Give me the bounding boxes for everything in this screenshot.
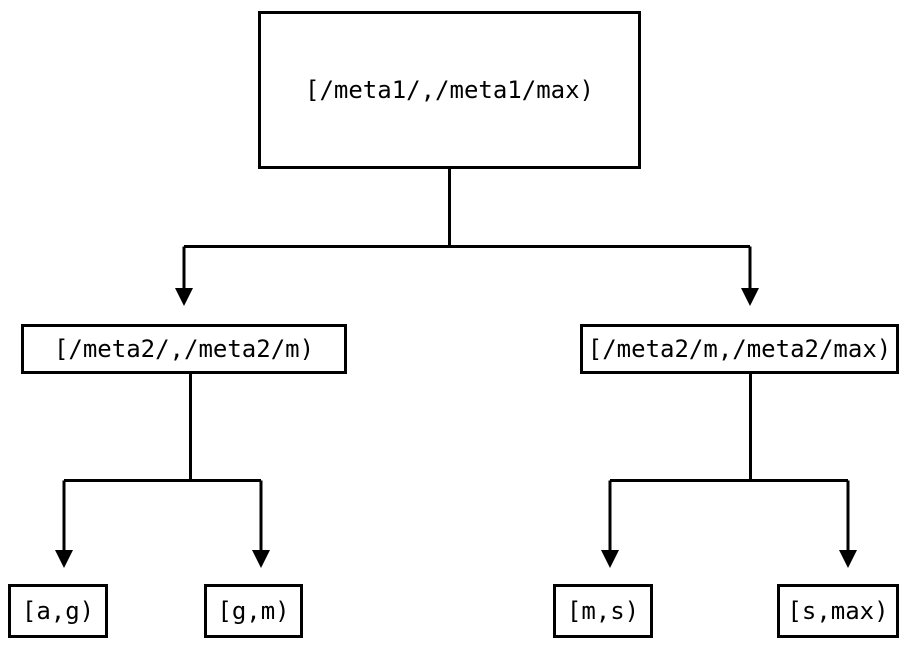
arrowhead-to-mid-right: [741, 288, 759, 306]
arrowhead-to-leaf-2: [252, 550, 270, 568]
tree-node-leaf-2[interactable]: [g,m): [204, 584, 303, 638]
edge-midright-to-leaves-group: [601, 374, 857, 568]
tree-node-leaf-2-label: [g,m): [217, 597, 290, 625]
tree-node-mid-right[interactable]: [/meta2/m,/meta2/max): [580, 324, 899, 374]
tree-node-root-label: [/meta1/,/meta1/max): [305, 76, 594, 104]
tree-node-leaf-3-label: [m,s): [566, 597, 640, 625]
arrowhead-to-leaf-4: [839, 550, 857, 568]
tree-node-mid-right-label: [/meta2/m,/meta2/max): [587, 335, 892, 363]
arrowhead-to-leaf-1: [55, 550, 73, 568]
arrowhead-to-mid-left: [175, 288, 193, 306]
tree-node-leaf-4-label: [s,max): [787, 597, 889, 625]
arrowhead-to-leaf-3: [601, 550, 619, 568]
tree-node-mid-left-label: [/meta2/,/meta2/m): [53, 335, 315, 363]
tree-node-leaf-1[interactable]: [a,g): [8, 584, 108, 638]
tree-node-leaf-3[interactable]: [m,s): [553, 584, 653, 638]
edge-midleft-to-leaves-group: [55, 374, 270, 568]
tree-node-leaf-1-label: [a,g): [21, 597, 95, 625]
tree-node-root[interactable]: [/meta1/,/meta1/max): [258, 11, 641, 169]
tree-node-leaf-4[interactable]: [s,max): [777, 584, 899, 638]
edge-root-to-mid-group: [175, 169, 759, 306]
tree-node-mid-left[interactable]: [/meta2/,/meta2/m): [21, 324, 347, 374]
